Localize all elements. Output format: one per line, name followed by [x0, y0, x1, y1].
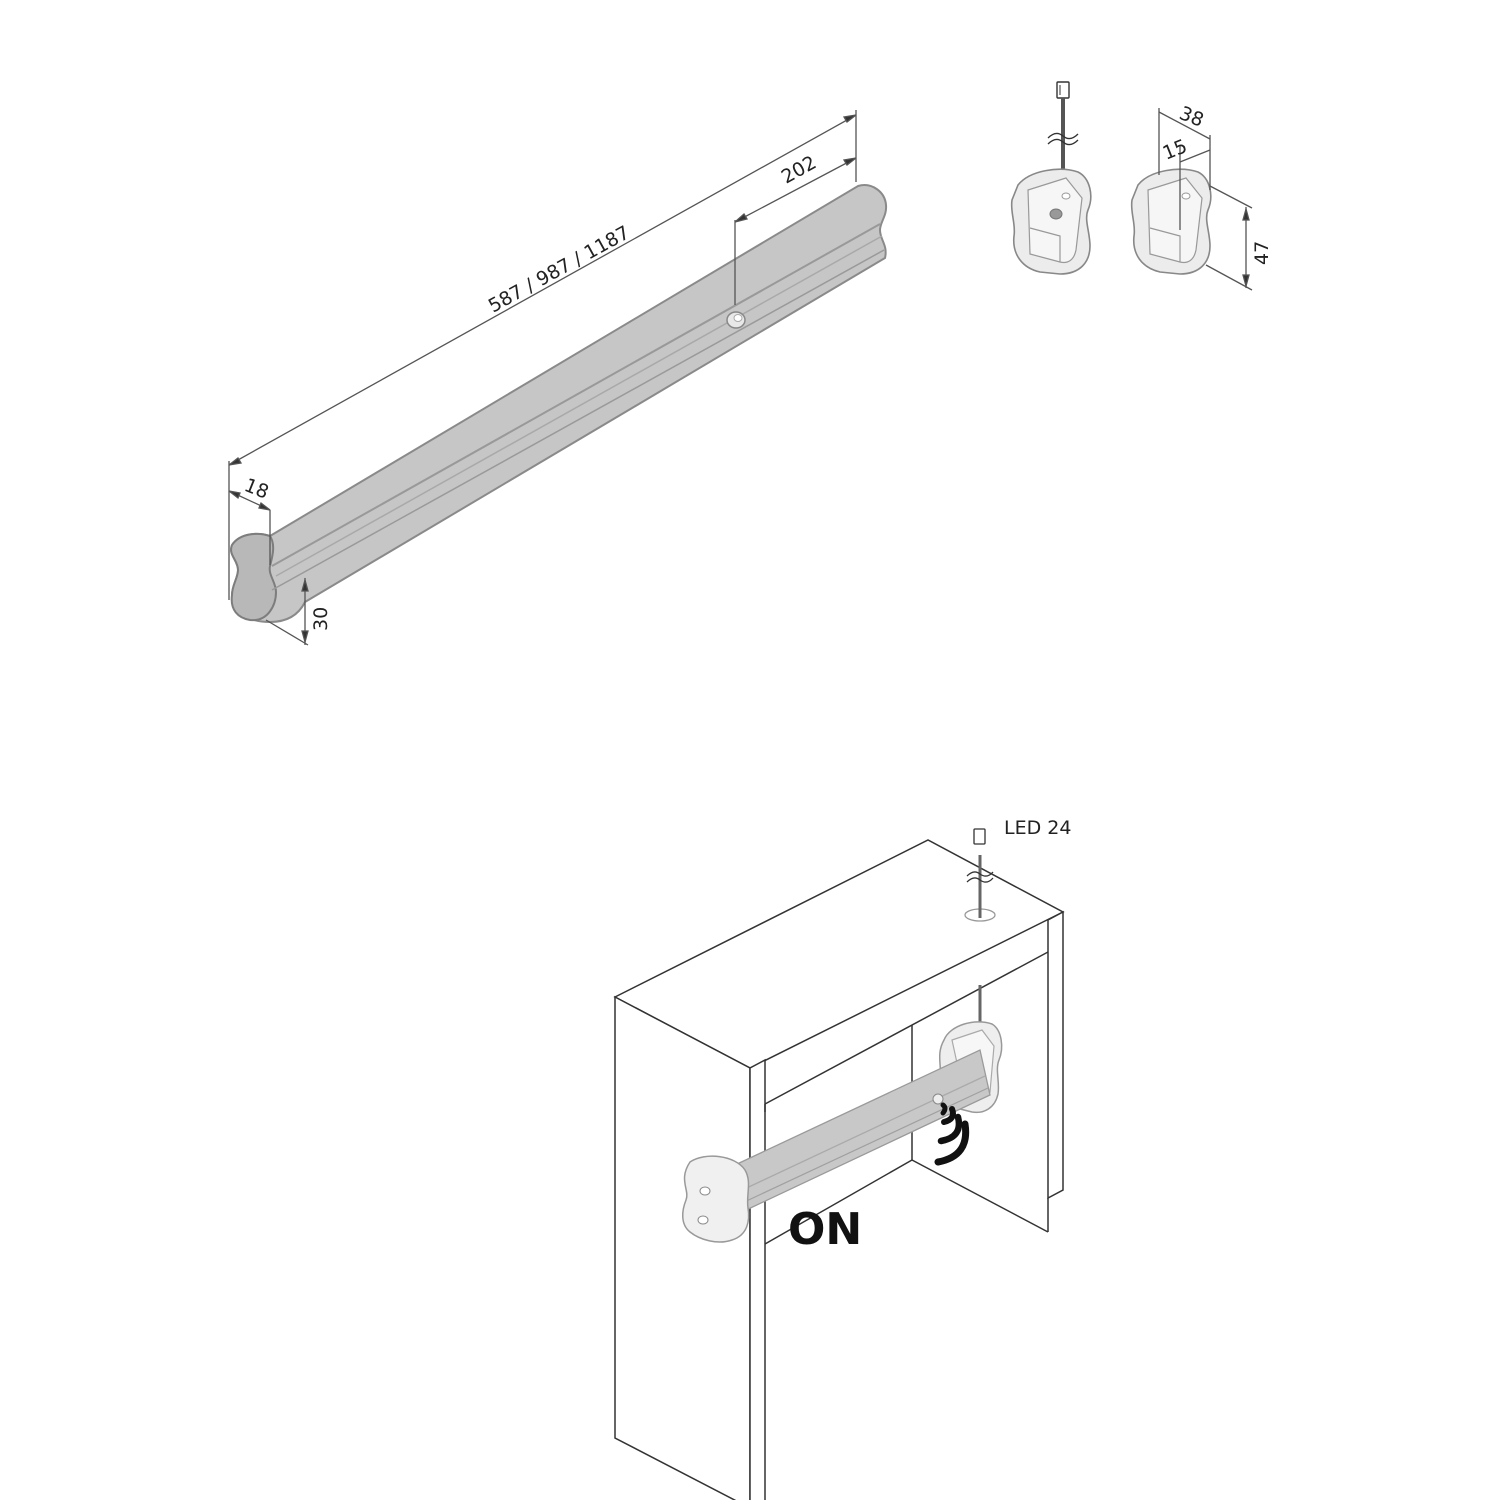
cable-break-icon	[1047, 132, 1079, 140]
dimension-height-label: 30	[310, 607, 332, 631]
dimension-support-outer-label: 38	[1176, 102, 1207, 131]
rail-motion-sensor	[726, 311, 746, 329]
dimension-support-outer	[1158, 108, 1211, 190]
dimension-length	[228, 110, 857, 600]
connector-plug-icon	[1056, 81, 1070, 99]
support-with-cable	[1010, 81, 1092, 275]
dimension-length-label: 587 / 987 / 1187	[485, 222, 634, 318]
dimension-height	[265, 577, 309, 646]
state-label: ON	[788, 1204, 862, 1255]
bracket-cable-hole	[1049, 208, 1063, 220]
dimension-width	[228, 490, 271, 565]
rail-end-cap	[230, 532, 278, 622]
motion-sensor-waves-icon	[934, 1102, 970, 1166]
led24-connector-icon	[973, 828, 986, 845]
connector-label: LED 24	[1004, 817, 1071, 839]
dimension-support-height	[1205, 185, 1253, 291]
dimension-sensor-offset-label: 202	[778, 152, 820, 189]
dimension-sensor-offset	[734, 157, 857, 305]
cabinet-installation	[613, 839, 1065, 1500]
cabinet-front-support	[682, 1155, 750, 1243]
support-plain: 38 15 47	[1130, 102, 1273, 291]
dimension-support-height-label: 47	[1251, 241, 1273, 265]
dimension-support-inner	[1179, 145, 1211, 230]
rail-drawing: 587 / 987 / 1187 202 18 30	[228, 110, 888, 646]
rail-body	[230, 184, 888, 624]
